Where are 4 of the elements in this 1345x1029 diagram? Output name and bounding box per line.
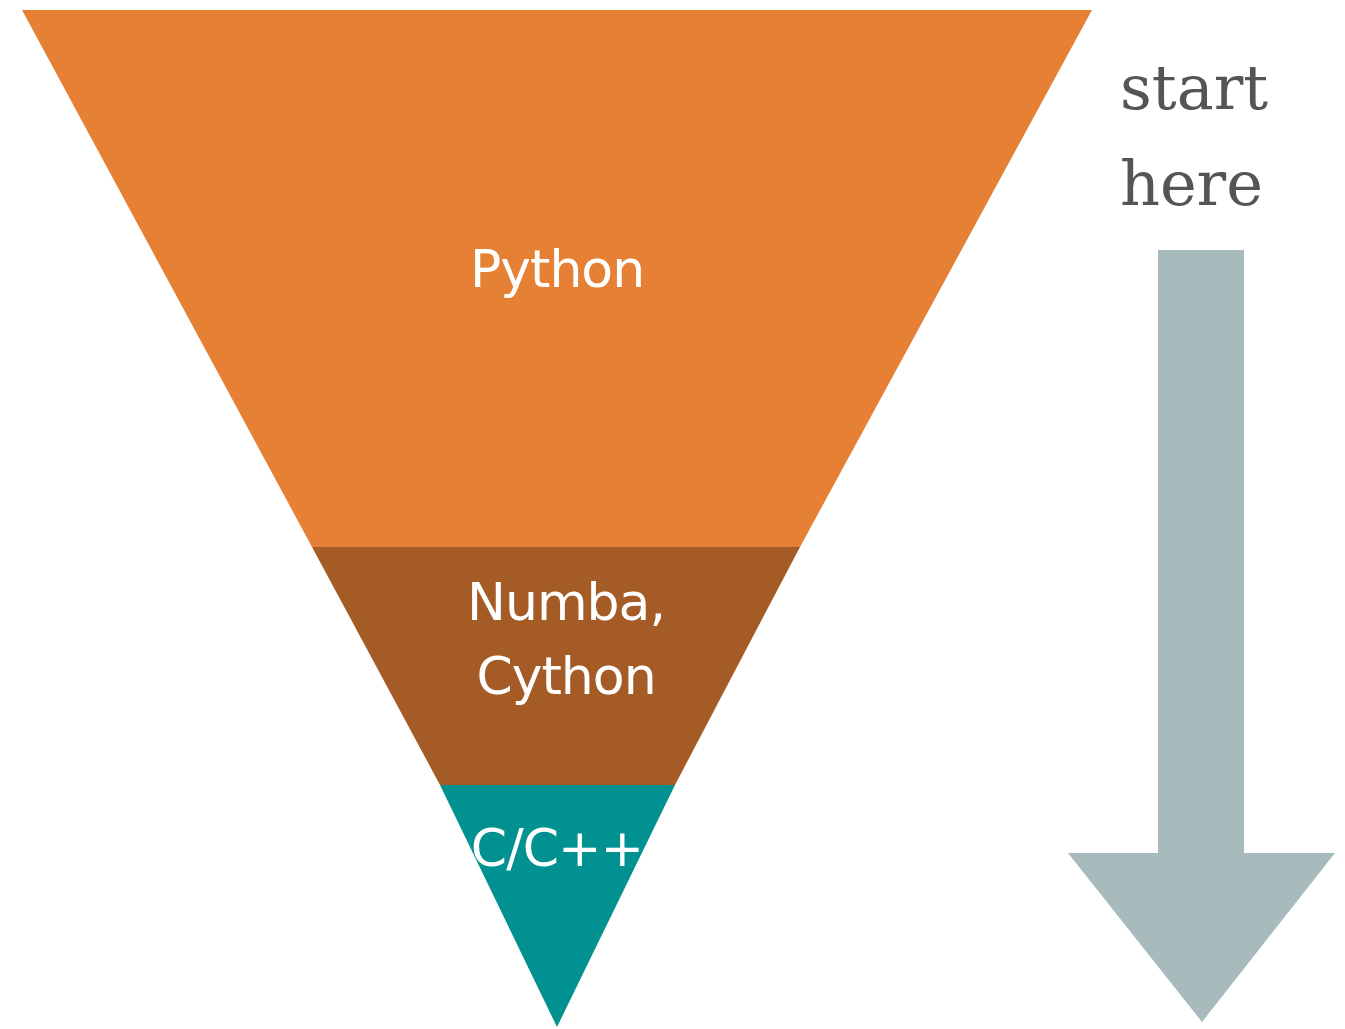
band-label: C/C++ xyxy=(469,817,645,880)
band-label: Python xyxy=(468,238,646,301)
direction-note: start here xyxy=(1120,50,1270,222)
band-label: Numba, Cython xyxy=(466,571,666,708)
